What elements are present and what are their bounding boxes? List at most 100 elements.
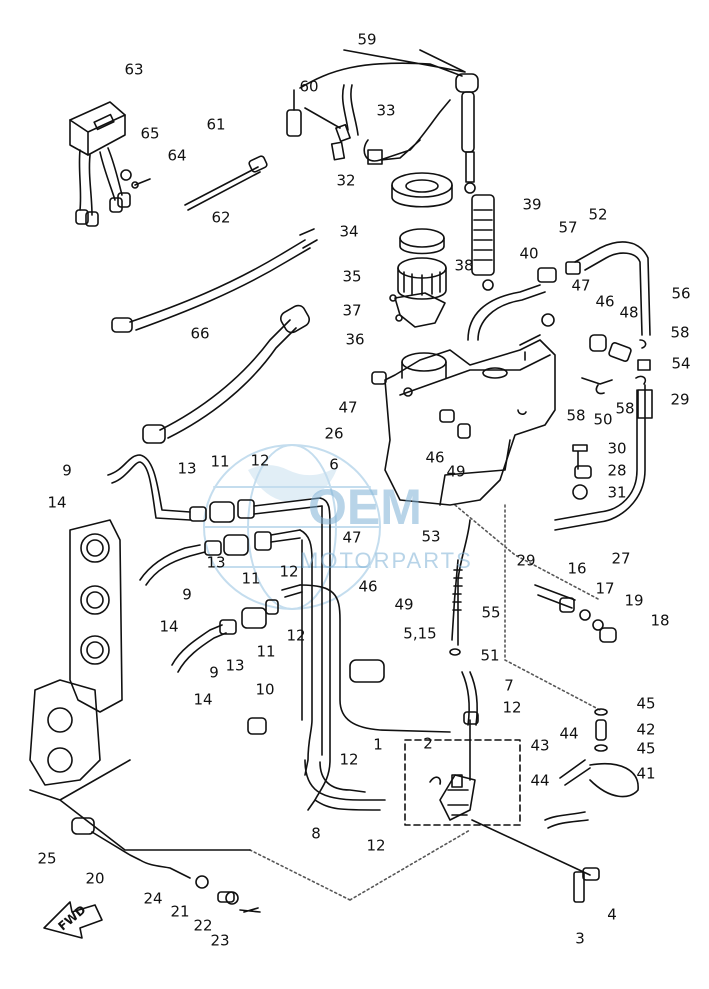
primer-fittings bbox=[534, 584, 617, 643]
clip-5-15 bbox=[349, 659, 385, 683]
part-label-19: 19 bbox=[624, 591, 644, 610]
grommet-25 bbox=[71, 817, 95, 835]
harness-62 bbox=[111, 228, 318, 333]
part-label-12-low: 12 bbox=[286, 626, 306, 645]
part-label-58-right: 58 bbox=[670, 323, 690, 342]
harness-66 bbox=[142, 304, 310, 444]
part-label-12-bottom: 12 bbox=[366, 836, 386, 855]
fwd-arrow bbox=[43, 901, 103, 939]
fuel-joint-row-low bbox=[219, 584, 303, 635]
oil-level-gauge bbox=[471, 194, 495, 291]
oil-tank bbox=[384, 334, 556, 506]
fuel-joint-row-top bbox=[189, 497, 323, 523]
part-label-50: 50 bbox=[593, 410, 613, 429]
bolt-3 bbox=[573, 871, 585, 903]
part-label-12-mid: 12 bbox=[279, 562, 299, 581]
part-label-25: 25 bbox=[37, 849, 57, 868]
fuel-hose-6-8 bbox=[299, 497, 451, 811]
part-label-9-mid: 9 bbox=[182, 585, 192, 604]
clip-10 bbox=[247, 717, 267, 735]
clamp-33-block bbox=[367, 149, 383, 165]
part-label-12-hose: 12 bbox=[339, 750, 359, 769]
part-label-43: 43 bbox=[530, 736, 550, 755]
primer-bulb-parts bbox=[544, 708, 639, 829]
part-label-16: 16 bbox=[567, 559, 587, 578]
breather-hose bbox=[467, 284, 546, 341]
part-label-1: 1 bbox=[373, 735, 383, 754]
part-label-9-top: 9 bbox=[62, 461, 72, 480]
part-label-31: 31 bbox=[607, 483, 627, 502]
part-label-55: 55 bbox=[481, 603, 501, 622]
part-label-21: 21 bbox=[170, 902, 190, 921]
part-label-39: 39 bbox=[522, 195, 542, 214]
part-label-20: 20 bbox=[85, 869, 105, 888]
part-label-66: 66 bbox=[190, 324, 210, 343]
part-label-26: 26 bbox=[324, 424, 344, 443]
part-label-64: 64 bbox=[167, 146, 187, 165]
part-label-11-top: 11 bbox=[210, 452, 230, 471]
pin-23 bbox=[239, 907, 261, 913]
part-label-45-top: 45 bbox=[636, 694, 656, 713]
part-label-46-top: 46 bbox=[595, 292, 615, 311]
part-label-7: 7 bbox=[504, 676, 514, 695]
part-label-44-top: 44 bbox=[559, 724, 579, 743]
part-label-30: 30 bbox=[607, 439, 627, 458]
part-label-42: 42 bbox=[636, 720, 656, 739]
carburetor-stack bbox=[29, 519, 251, 851]
part-label-3: 3 bbox=[575, 929, 585, 948]
fuel-joint-row-mid bbox=[204, 529, 301, 556]
part-label-52: 52 bbox=[588, 205, 608, 224]
right-fittings bbox=[541, 313, 653, 531]
part-label-29-right: 29 bbox=[670, 390, 690, 409]
part-label-58-left: 58 bbox=[566, 406, 586, 425]
bolt-4 bbox=[582, 867, 600, 881]
part-label-57: 57 bbox=[558, 218, 578, 237]
part-label-48: 48 bbox=[619, 303, 639, 322]
part-label-47-low: 47 bbox=[342, 528, 362, 547]
watermark-globe bbox=[203, 444, 381, 610]
part-label-62: 62 bbox=[211, 208, 231, 227]
clamp-33 bbox=[363, 99, 451, 162]
part-label-36: 36 bbox=[345, 330, 365, 349]
bolt-49a bbox=[457, 423, 471, 439]
part-label-49-low: 49 bbox=[394, 595, 414, 614]
fuel-filter-hose-55 bbox=[449, 519, 478, 726]
part-label-60: 60 bbox=[299, 77, 319, 96]
part-label-44-low: 44 bbox=[530, 771, 550, 790]
part-label-11-mid: 11 bbox=[241, 569, 261, 588]
part-label-14-low: 14 bbox=[193, 690, 213, 709]
part-label-61: 61 bbox=[206, 115, 226, 134]
part-label-34: 34 bbox=[339, 222, 359, 241]
part-label-45-low: 45 bbox=[636, 739, 656, 758]
part-label-28: 28 bbox=[607, 461, 627, 480]
part-label-27: 27 bbox=[611, 549, 631, 568]
part-label-63: 63 bbox=[124, 60, 144, 79]
part-label-17: 17 bbox=[595, 579, 615, 598]
part-label-32: 32 bbox=[336, 171, 356, 190]
part-label-53: 53 bbox=[421, 527, 441, 546]
nut-24 bbox=[195, 875, 209, 889]
watermark-subtitle: MOTORPARTS bbox=[300, 548, 473, 573]
part-label-35: 35 bbox=[342, 267, 362, 286]
ecu-module-63 bbox=[69, 101, 151, 227]
part-label-10: 10 bbox=[255, 680, 275, 699]
part-label-12-right: 12 bbox=[502, 698, 522, 717]
nut-22 bbox=[225, 891, 239, 905]
part-label-46-low: 46 bbox=[358, 577, 378, 596]
part-label-11-low: 11 bbox=[256, 642, 276, 661]
part-label-22: 22 bbox=[193, 916, 213, 935]
fuel-pump-assembly bbox=[404, 711, 591, 876]
part-label-40: 40 bbox=[519, 244, 539, 263]
part-label-29-mid: 29 bbox=[516, 551, 536, 570]
oil-level-sensor-harness bbox=[286, 49, 479, 194]
part-label-41: 41 bbox=[636, 764, 656, 783]
bolt-group-30-28-31 bbox=[572, 444, 592, 500]
part-label-38: 38 bbox=[454, 256, 474, 275]
part-label-47-mid: 47 bbox=[338, 398, 358, 417]
part-label-4: 4 bbox=[607, 905, 617, 924]
part-label-49-top: 49 bbox=[446, 462, 466, 481]
rod-20 bbox=[91, 831, 191, 879]
part-label-37: 37 bbox=[342, 301, 362, 320]
